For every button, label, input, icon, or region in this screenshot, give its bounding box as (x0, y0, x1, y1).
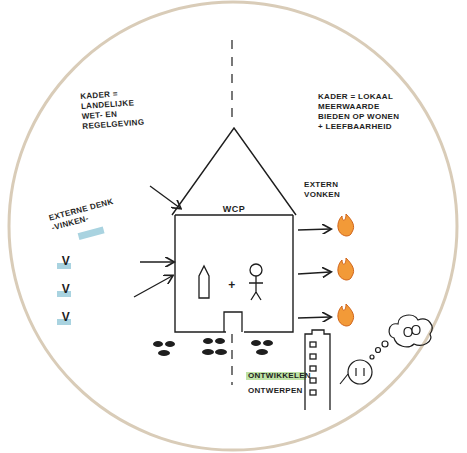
output-arrow (298, 317, 330, 318)
output-heading: EXTERN VONKEN (304, 180, 364, 200)
dashed-axis (231, 40, 232, 122)
apartment-building (305, 330, 330, 410)
output-arrow (298, 229, 330, 230)
thinking-resident (340, 315, 432, 384)
node-title: WCP (170, 204, 298, 214)
input-arrow (134, 276, 172, 297)
frame-note: KADER = LOKAAL MEERWAARDE BIEDEN OP WONE… (318, 92, 400, 132)
plus-sign: + (224, 278, 240, 292)
activity-label: ONTWIKKELEN (248, 371, 318, 381)
house-shape: WCP (170, 126, 298, 334)
activity-label: ONTWERPEN (248, 386, 318, 396)
frame-note: KADER = LANDELIJKE WET- EN REGELGEVING (80, 87, 153, 132)
input-arrow (150, 186, 180, 208)
check-mark: V (59, 254, 73, 268)
input-arrow (140, 261, 173, 262)
house-outline (170, 126, 298, 334)
blue-highlight (78, 226, 105, 239)
flame-icons (338, 214, 354, 326)
house-icons (199, 264, 263, 332)
frame-circle (9, 2, 457, 450)
dashed-axis (231, 334, 232, 385)
output-arrow (298, 272, 330, 274)
check-mark: V (59, 310, 73, 324)
people-groups (153, 338, 273, 356)
check-mark: V (59, 282, 73, 296)
